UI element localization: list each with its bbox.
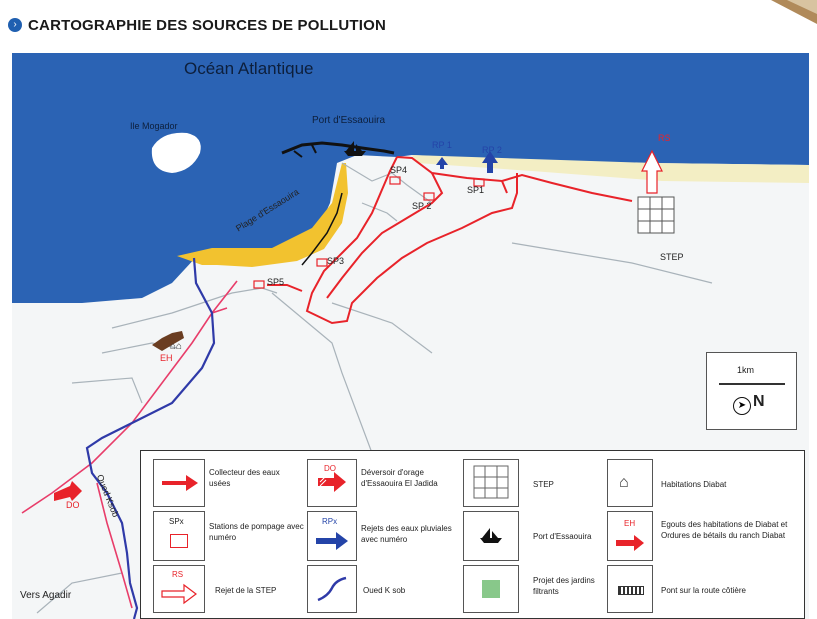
eh-map-label: EH [160,353,173,363]
sp5-station [253,280,265,289]
legend-cell-step [463,459,519,507]
sewer-network [267,156,633,325]
legend-habitations: Habitations Diabat [661,480,727,489]
port-label: Port d'Essaouira [312,115,386,126]
section-header: › CARTOGRAPHIE DES SOURCES DE POLLUTION [8,14,386,36]
legend-cell-pont [607,565,653,613]
legend-cell-eh: EH [607,511,653,561]
legend-stations: Stations de pompage avec numéro [209,522,304,542]
north-label: N [753,393,765,410]
step-grid-icon [637,196,675,234]
ocean-label: Océan Atlantique [184,59,314,78]
spx-code: SPx [169,517,184,526]
spx-square-icon [170,534,188,548]
sp3-label: SP3 [327,256,345,266]
scale-bar [719,383,785,385]
legend-rejet-step: Rejet de la STEP [215,586,277,595]
rp1-label: RP 1 [432,140,452,150]
rp2-label: RP 2 [482,145,502,155]
legend-cell-collecteur [153,459,205,507]
legend-egouts: Egouts des habitations de Diabat et Ordu… [661,520,788,540]
legend-cell-jardins [463,565,519,613]
eh-brown-marker [152,331,184,351]
legend-cell-port [463,511,519,561]
eh-arrow-icon [616,535,644,551]
legend-jardins: Projet des jardins filtrants [533,576,595,596]
do-map-arrow-icon [54,481,82,501]
rp1-arrow-icon [436,157,448,169]
page-title: CARTOGRAPHIE DES SOURCES DE POLLUTION [28,16,386,34]
eh-code: EH [624,519,636,528]
vers-agadir-label: Vers Agadir [20,590,72,601]
rpx-arrow-icon [316,532,348,550]
do-code: DO [324,464,336,473]
corner-decoration [771,0,817,24]
island-label: Ile Mogador [130,121,178,131]
legend-deversoir: Déversoir d'orage d'Essaouira El Jadida [361,468,438,488]
step-label: STEP [660,252,684,262]
diabat-houses-icon: ⌂⌂ [170,341,183,352]
legend-cell-spx: SPx [153,511,205,561]
legend-port: Port d'Essaouira [533,532,592,541]
pollution-map: Océan Atlantique Ile Mogador Port d'Essa… [12,53,809,619]
coastal-road [21,280,238,609]
rs-label: RS [658,133,671,143]
oued-line-icon [317,576,347,602]
oued-ksob-river [85,257,216,619]
scale-label: 1km [737,365,755,375]
legend-cell-do: DO [307,459,357,507]
legend-pont: Pont sur la route côtière [661,586,746,595]
map-legend: Collecteur des eaux usées SPx Stations d… [140,450,805,619]
do-map-label: DO [66,500,80,510]
legend-collecteur: Collecteur des eaux usées [209,468,280,488]
sp2-label: SP 2 [412,201,432,211]
rp2-arrow-icon [482,151,498,173]
coastal-black-road [301,192,343,266]
sp2-station [423,192,435,201]
rs-code: RS [172,570,184,579]
legend-boat-icon [480,528,502,543]
port-boat-icon [344,141,366,156]
legend-oued: Oued K sob [363,586,406,595]
ocean-area [12,53,809,303]
ile-mogador-shape [151,132,201,173]
map-canvas [12,53,809,619]
sp3-station [316,258,328,267]
road-outlines [36,162,713,614]
collecteur-arrow-icon [162,475,198,491]
sp4-station [389,176,401,185]
legend-step: STEP [533,480,554,489]
legend-cell-habitations: ⌂ [607,459,653,507]
rpx-code: RPx [322,517,338,526]
beach-area [177,163,348,267]
legend-rejets-pluviales: Rejets des eaux pluviales avec numéro [361,524,452,544]
legend-cell-rpx: RPx [307,511,357,561]
sp4-label: SP4 [390,165,408,175]
compass-icon: ➤ [733,397,751,415]
rs-legend-arrow-icon [161,583,197,605]
sp1-station [473,178,485,187]
chevron-right-circle-icon: › [8,18,22,32]
garden-square-icon [482,580,500,598]
bridge-icon [618,586,644,595]
houses-icon: ⌂ [619,474,629,491]
legend-cell-oued [307,565,357,613]
sp1-label: SP1 [467,185,485,195]
scale-north-box: 1km ➤ N [706,352,797,430]
sp5-label: SP5 [267,277,285,287]
do-legend-arrow-icon [318,472,346,492]
port-jetty [281,141,395,155]
legend-cell-rs: RS [153,565,205,613]
beach-strip-east [412,155,809,183]
rs-arrow-icon [641,149,663,194]
